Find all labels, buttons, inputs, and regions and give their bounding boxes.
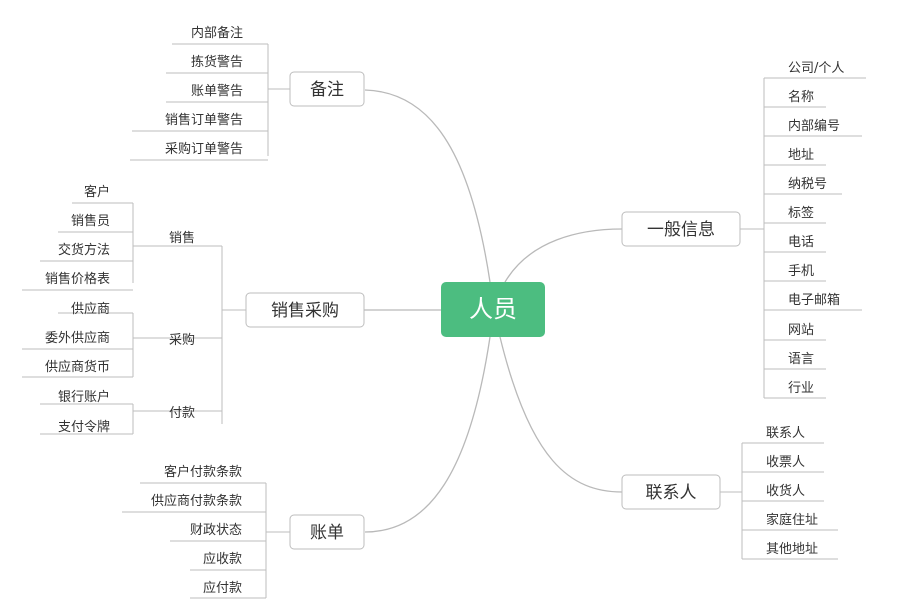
leaf-label: 销售价格表 <box>45 271 110 287</box>
node-sales-purchase[interactable]: 销售采购 <box>245 292 365 328</box>
leaf-label: 电话 <box>788 235 814 250</box>
connector-notes <box>364 89 491 283</box>
connector-billing <box>364 336 491 533</box>
leaf-label: 纳税号 <box>788 177 827 192</box>
leaf-label: 客户付款条款 <box>164 464 242 480</box>
branch-billing: 账单 客户付款条款 供应商付款条款 财政状态 应收款 应付款 <box>122 464 365 599</box>
node-general[interactable]: 一般信息 <box>621 211 741 247</box>
leaf-label: 采购订单警告 <box>165 141 243 157</box>
leaf-label: 应收款 <box>203 551 242 567</box>
main-connectors <box>364 89 623 533</box>
branch-contacts: 联系人 联系人 收票人 收货人 家庭住址 其他地址 <box>621 426 838 560</box>
leaf-label: 内部编号 <box>788 118 840 134</box>
leaf-label: 供应商货币 <box>45 359 110 375</box>
leaf-label: 拣货警告 <box>191 54 243 70</box>
leaf-label: 银行账户 <box>58 389 110 405</box>
leaf-label: 联系人 <box>766 426 805 441</box>
leaf-label: 销售员 <box>71 213 110 229</box>
connector-contacts <box>499 336 623 493</box>
leaf-label: 公司/个人 <box>788 61 844 76</box>
group-label: 采购 <box>169 332 195 348</box>
node-billing-label: 账单 <box>310 523 344 543</box>
leaf-label: 供应商 <box>71 301 110 317</box>
leaf-label: 标签 <box>788 205 814 221</box>
leaf-label: 手机 <box>788 264 814 279</box>
leaf-label: 内部备注 <box>191 25 243 41</box>
leaf-label: 网站 <box>788 323 814 338</box>
leaf-label: 名称 <box>788 89 814 105</box>
leaf-label: 地址 <box>788 148 814 163</box>
node-general-label: 一般信息 <box>647 220 715 240</box>
node-notes-label: 备注 <box>310 80 344 100</box>
node-contacts[interactable]: 联系人 <box>621 474 721 510</box>
leaf-label: 其他地址 <box>766 542 818 557</box>
leaf-label: 行业 <box>788 381 814 396</box>
leaf-label: 应付款 <box>203 580 242 596</box>
node-notes[interactable]: 备注 <box>289 71 365 107</box>
center-label: 人员 <box>469 295 517 323</box>
leaf-label: 交货方法 <box>58 242 110 258</box>
branch-sales-purchase: 销售采购 销售 采购 付款 客户 销售员 交货方法 销售价格表 供应商 委外供应… <box>22 184 365 435</box>
leaf-label: 供应商付款条款 <box>151 493 242 509</box>
leaf-label: 家庭住址 <box>766 512 818 528</box>
leaf-label: 语言 <box>788 352 814 367</box>
node-contacts-label: 联系人 <box>646 483 697 503</box>
group-label: 销售 <box>169 230 195 246</box>
branch-general: 一般信息 公司/个人 名称 内部编号 地址 纳税号 标签 电话 手机 电子邮箱 … <box>621 61 866 399</box>
leaf-label: 财政状态 <box>190 523 242 538</box>
group-label: 付款 <box>169 406 195 421</box>
connector-general <box>504 228 623 283</box>
branch-notes: 备注 内部备注 拣货警告 账单警告 销售订单警告 采购订单警告 <box>130 25 365 161</box>
node-sales-purchase-label: 销售采购 <box>271 301 339 321</box>
leaf-label: 委外供应商 <box>45 330 110 346</box>
node-billing[interactable]: 账单 <box>289 514 365 550</box>
leaf-label: 客户 <box>84 184 110 200</box>
leaf-label: 支付令牌 <box>58 419 110 435</box>
leaf-label: 电子邮箱 <box>788 292 840 308</box>
center-node[interactable]: 人员 <box>441 282 545 337</box>
leaf-label: 收票人 <box>766 455 805 470</box>
leaf-label: 账单警告 <box>191 83 243 99</box>
leaf-label: 收货人 <box>766 483 805 499</box>
leaf-label: 销售订单警告 <box>165 112 243 128</box>
